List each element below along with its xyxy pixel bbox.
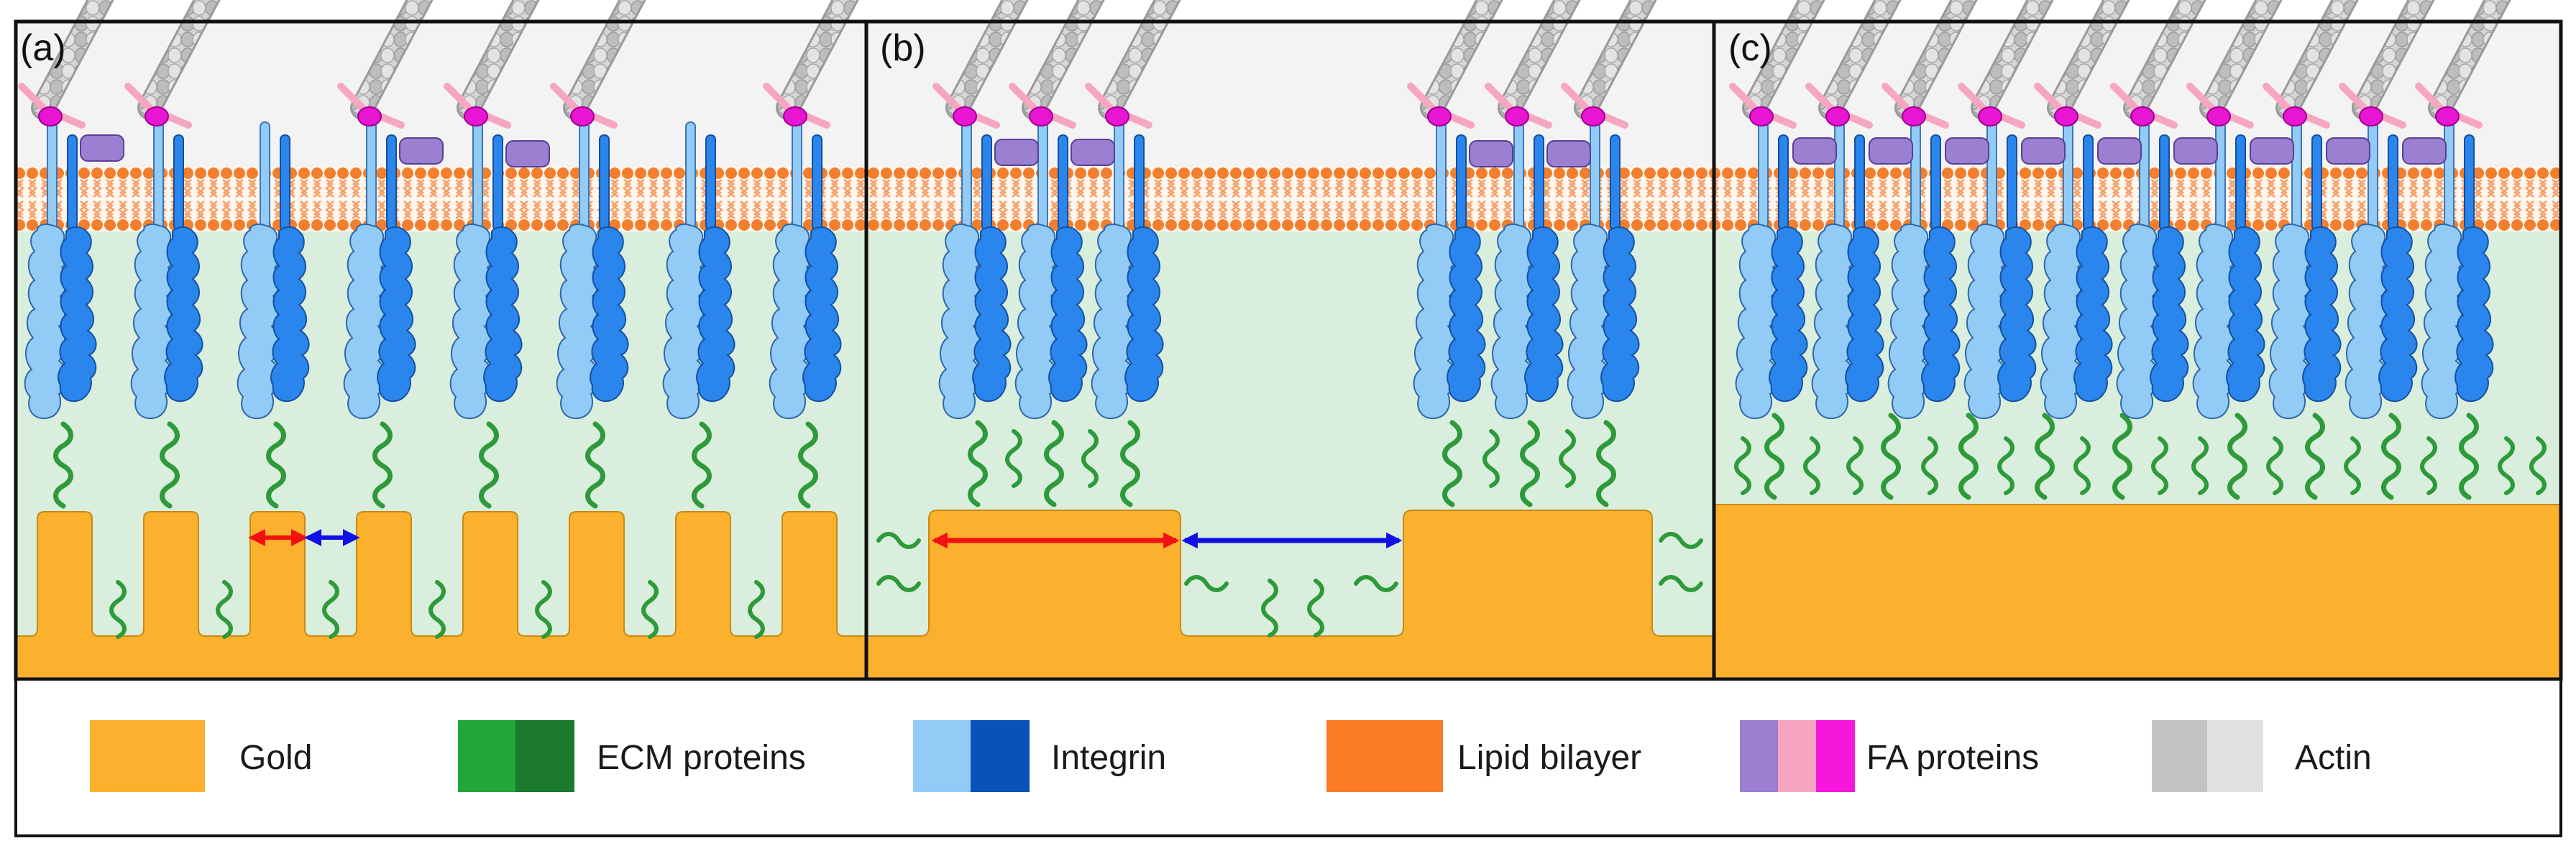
legend-swatch-fa-3 [1816,720,1855,792]
legend-item-integrin: Integrin [913,720,1166,792]
legend-label-integrin: Integrin [1051,739,1166,777]
legend-label-actin: Actin [2295,739,2372,777]
legend-swatch-fa-2 [1778,720,1817,792]
panel-c: (c) [1714,0,2561,679]
legend-swatch-gold [90,720,205,792]
panel-a: (a) [15,0,867,680]
legend-label-gold: Gold [239,739,312,777]
legend-swatch-ecm-2 [515,720,574,792]
legend-swatch-actin-2 [2207,720,2263,792]
panel-label-a: (a) [20,27,66,69]
gold-substrate-c [1714,505,2561,679]
legend: Gold ECM proteins Integrin Lipid bilayer… [14,678,2562,837]
legend-item-ecm: ECM proteins [458,720,806,792]
legend-swatch-lipid [1326,720,1443,792]
legend-label-ecm: ECM proteins [597,739,806,777]
gold-substrate-b [866,510,1715,680]
panel-label-c: (c) [1728,27,1772,69]
legend-item-fa: FA proteins [1740,720,2039,792]
gold-substrate-a [15,511,867,680]
legend-item-lipid: Lipid bilayer [1326,720,1641,792]
lipid-bilayer-a [16,167,866,231]
legend-item-gold: Gold [90,720,312,792]
legend-swatch-integrin-2 [971,720,1030,792]
legend-swatch-ecm-1 [458,720,517,792]
panel-label-b: (b) [880,27,926,69]
legend-label-fa: FA proteins [1866,739,2039,777]
legend-swatch-fa-1 [1740,720,1779,792]
legend-label-lipid: Lipid bilayer [1457,739,1641,777]
legend-item-actin: Actin [2152,720,2372,792]
legend-swatch-actin-1 [2152,720,2208,792]
legend-swatch-integrin-1 [913,720,972,792]
legend-frame [14,678,2562,837]
lipid-bilayer-b [866,167,1714,231]
panel-b: (b) [866,0,1715,680]
